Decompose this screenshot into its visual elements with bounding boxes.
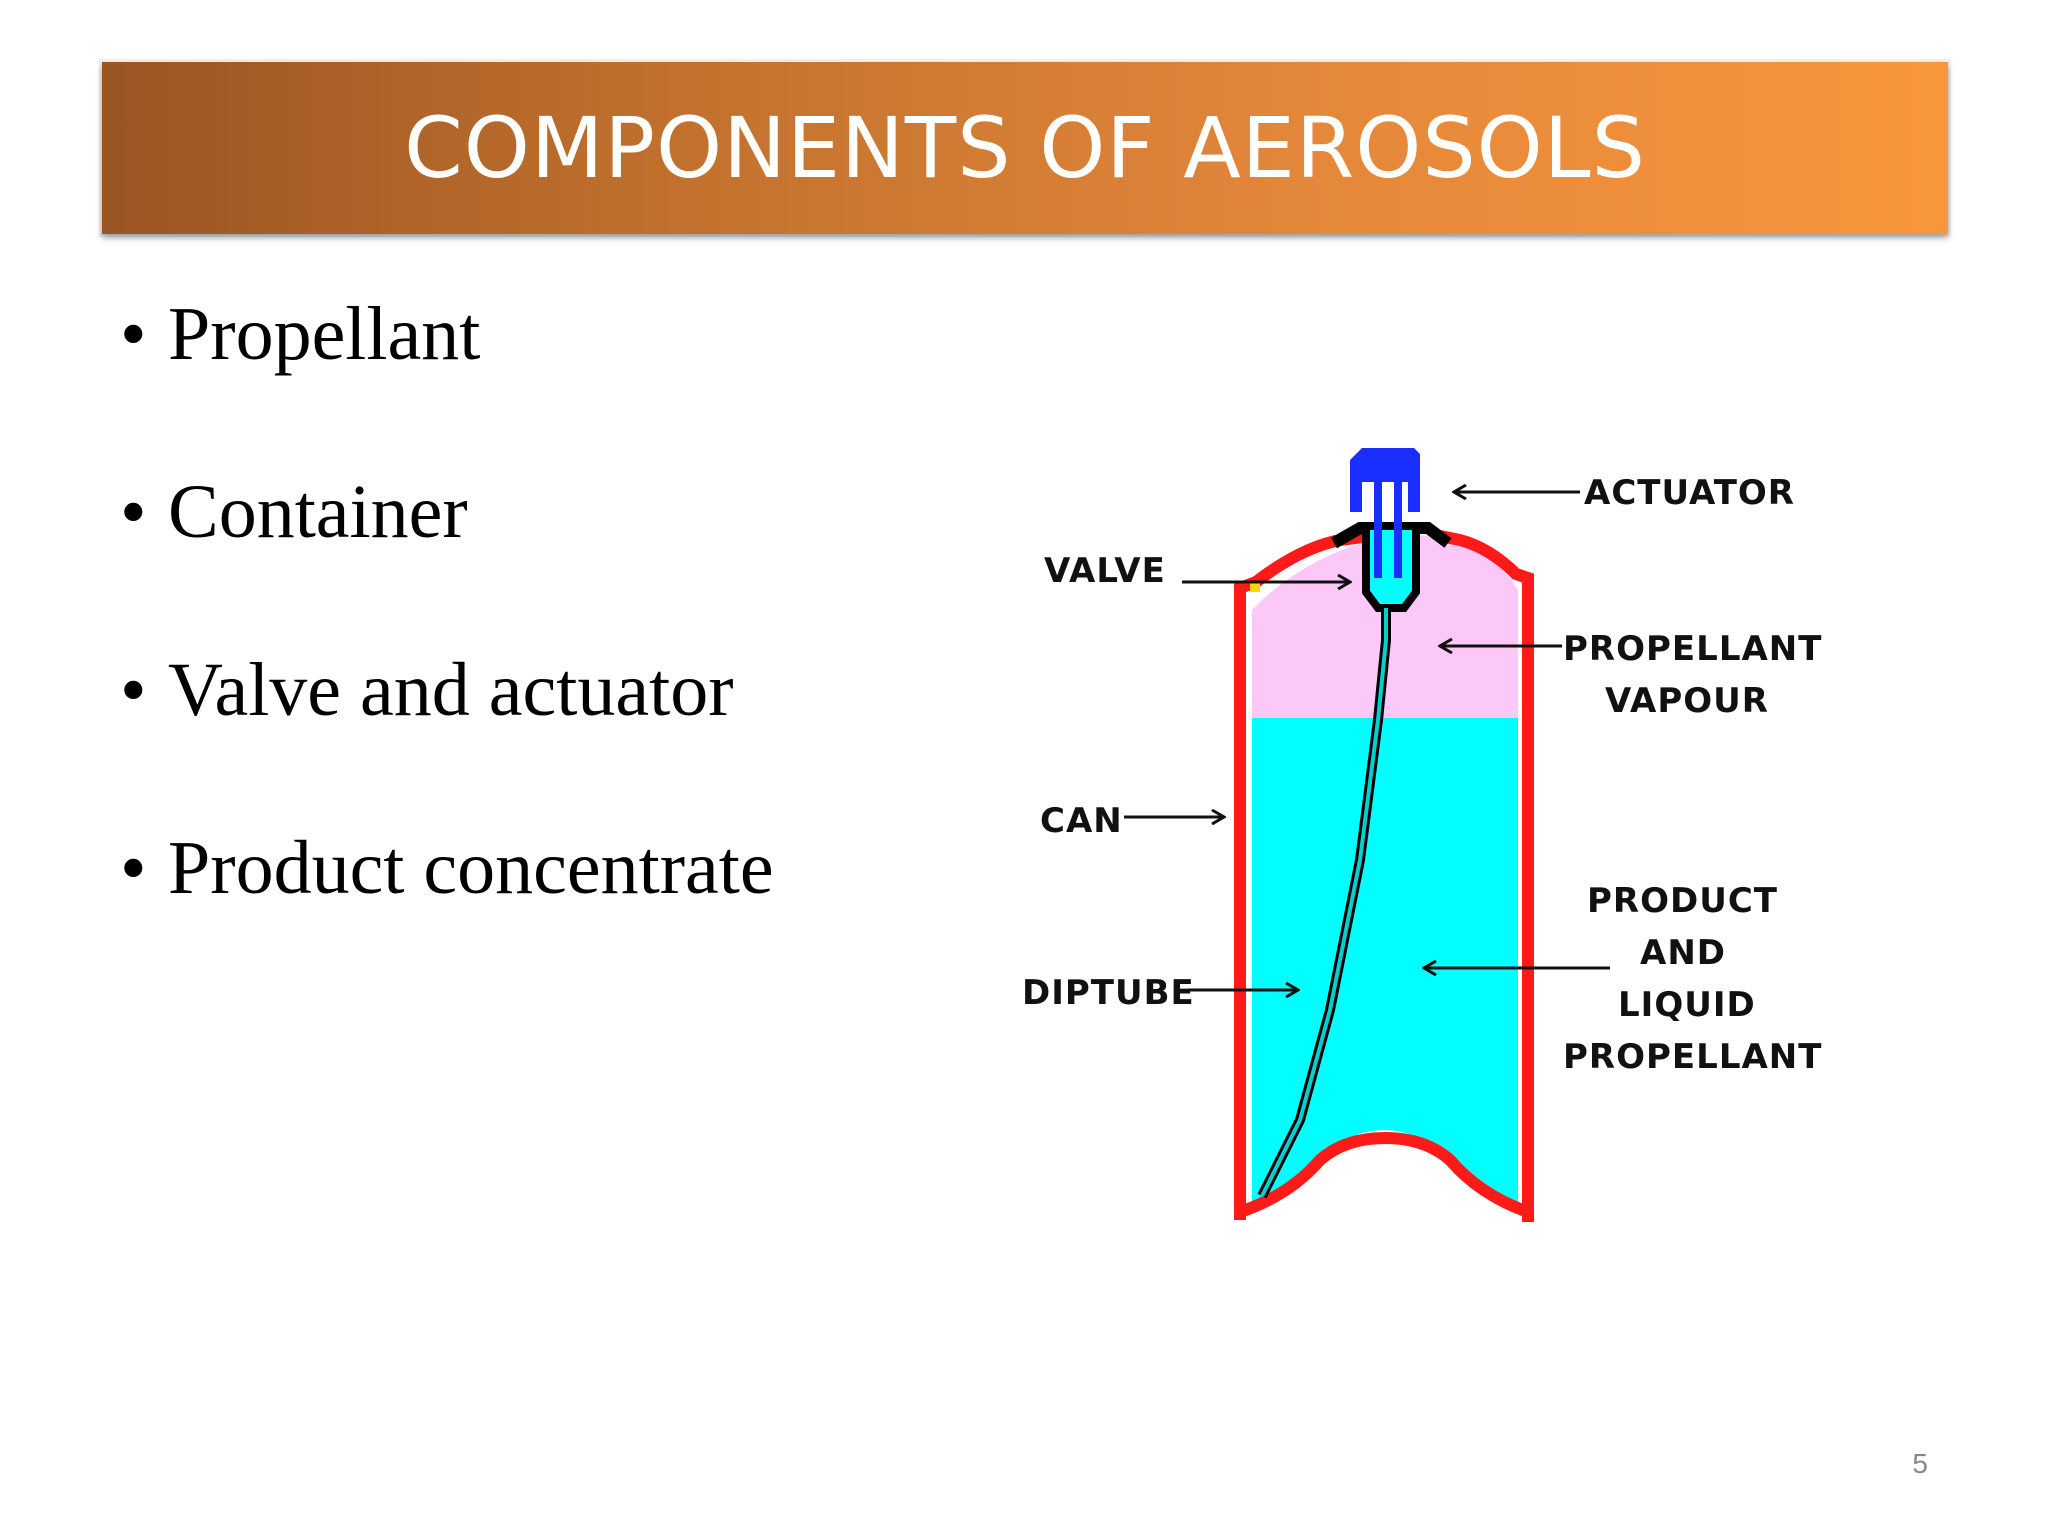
bullet-dot-icon: • bbox=[120, 648, 147, 732]
bullet-text: Valve and actuator bbox=[168, 648, 734, 732]
bullet-text: Container bbox=[168, 470, 468, 554]
bullet-list: •Propellant •Container •Valve and actuat… bbox=[120, 290, 774, 1002]
bullet-item: •Valve and actuator bbox=[120, 646, 774, 734]
slide-title: COMPONENTS OF AEROSOLS bbox=[404, 99, 1646, 197]
vapour-label-line1: PROPELLANT bbox=[1563, 629, 1822, 669]
page-number: 5 bbox=[1912, 1448, 1928, 1479]
actuator-button bbox=[1350, 448, 1420, 512]
product-label-line3: LIQUID bbox=[1618, 985, 1756, 1025]
vapour-label-line2: VAPOUR bbox=[1605, 681, 1769, 721]
bullet-text: Propellant bbox=[168, 292, 481, 376]
can-label: CAN bbox=[1040, 801, 1123, 841]
can-wall bbox=[1438, 530, 1534, 1222]
can-seam bbox=[1250, 582, 1260, 592]
bullet-item: •Container bbox=[120, 468, 774, 556]
bullet-item: •Propellant bbox=[120, 290, 774, 378]
actuator-label: ACTUATOR bbox=[1584, 473, 1795, 513]
bullet-item: •Product concentrate bbox=[120, 824, 774, 912]
bullet-text: Product concentrate bbox=[168, 826, 774, 910]
diptube-inner bbox=[1260, 608, 1388, 1197]
actuator-stem bbox=[1374, 478, 1382, 578]
bullet-dot-icon: • bbox=[120, 826, 147, 910]
product-label-line1: PRODUCT bbox=[1587, 881, 1778, 921]
valve-label: VALVE bbox=[1044, 551, 1166, 591]
liquid-product-region bbox=[1252, 718, 1518, 1208]
can-bottom bbox=[1238, 1131, 1531, 1218]
diptube-label: DIPTUBE bbox=[1022, 973, 1195, 1013]
bullet-dot-icon: • bbox=[120, 470, 147, 554]
valve-body bbox=[1362, 530, 1420, 612]
actuator-stem bbox=[1394, 478, 1402, 578]
title-banner: COMPONENTS OF AEROSOLS bbox=[102, 62, 1948, 234]
product-label-line4: PROPELLANT bbox=[1563, 1037, 1822, 1077]
product-label-line2: AND bbox=[1640, 933, 1726, 973]
bullet-dot-icon: • bbox=[120, 292, 147, 376]
